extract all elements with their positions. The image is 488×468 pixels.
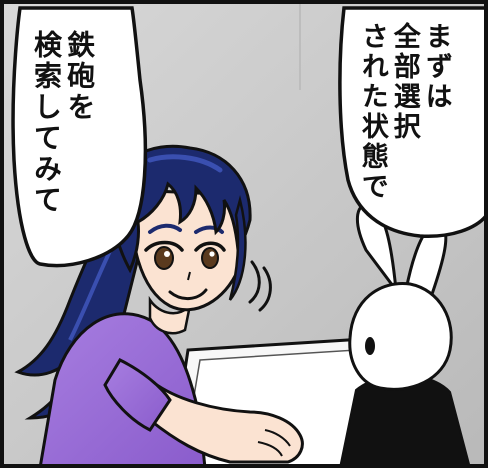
right-bubble-line-3: された状態で xyxy=(356,22,388,202)
right-bubble-line-2: 全部選択 xyxy=(388,22,420,142)
girl-hair-front xyxy=(110,144,252,301)
left-speech-bubble xyxy=(11,6,148,268)
right-bubble-line-1: まずは xyxy=(420,22,452,112)
left-bubble-text: 鉄砲を 検索してみて xyxy=(30,30,96,240)
right-speech-bubble xyxy=(338,6,488,238)
rabbit-character xyxy=(338,203,472,468)
right-bubble-text: まずは 全部選択 された状態で xyxy=(356,22,452,222)
left-bubble-line-1: 鉄砲を xyxy=(63,30,97,123)
left-bubble-line-2: 検索してみて xyxy=(30,30,64,216)
girl-arm xyxy=(103,358,304,464)
motion-lines xyxy=(248,260,272,312)
